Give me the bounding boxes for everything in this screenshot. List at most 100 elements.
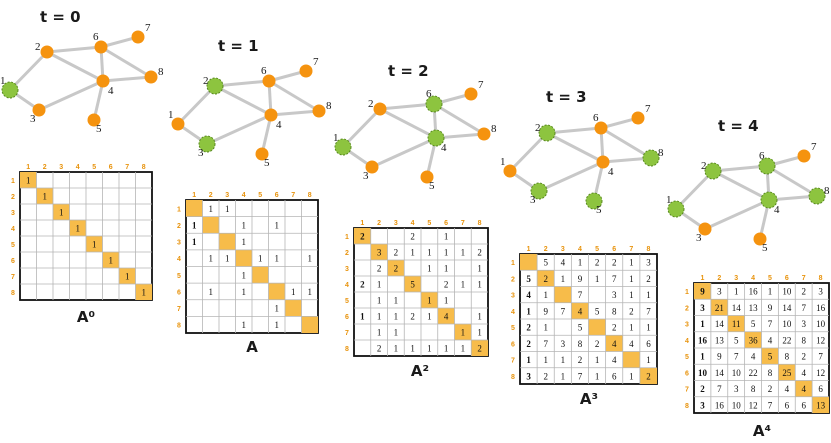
matrix-cell: 3	[700, 303, 705, 313]
diagonal-cell	[53, 204, 70, 220]
diagonal-cell	[268, 283, 285, 300]
row-header: 4	[685, 338, 689, 345]
graph-node	[131, 30, 145, 44]
column-header: 6	[612, 246, 616, 253]
matrix-cell: 1	[209, 287, 214, 297]
matrix-cell: 2	[477, 344, 482, 354]
matrix-cell: 1	[461, 280, 466, 290]
node-label: 4	[441, 142, 447, 154]
matrix-cell: 1	[444, 344, 449, 354]
matrix-cell: 1	[394, 296, 399, 306]
graph-node	[264, 108, 278, 122]
node-label: 1	[666, 194, 672, 206]
node-label: 1	[333, 132, 339, 144]
row-header: 1	[345, 234, 349, 241]
diagonal-cell	[69, 220, 86, 236]
matrix-cell: 1	[377, 328, 382, 338]
node-label: 7	[645, 103, 651, 115]
node-label: 6	[426, 88, 432, 100]
visited-node	[585, 192, 603, 210]
row-header: 8	[177, 323, 181, 330]
row-header: 7	[685, 387, 689, 394]
diagonal-cell	[119, 268, 136, 284]
diagonal-cell	[252, 266, 269, 284]
matrix-cell: 7	[646, 306, 651, 316]
time-step-title: t = 1	[218, 37, 259, 55]
matrix-cell: 1	[258, 254, 263, 264]
graph-node	[262, 74, 276, 88]
matrix-cell: 10	[782, 287, 792, 297]
matrix-cell: 8	[768, 368, 773, 378]
matrix-cell: 1	[142, 288, 147, 298]
column-header: 6	[785, 275, 789, 282]
graph-node	[299, 64, 313, 78]
matrix-cell: 3	[377, 248, 382, 258]
matrix-cell: 9	[578, 274, 583, 284]
matrix-cell: 2	[360, 232, 365, 242]
matrix-cell: 1	[308, 254, 313, 264]
graph-edge	[704, 198, 770, 231]
matrix-cell: 21	[715, 303, 724, 313]
row-header: 7	[177, 306, 181, 313]
graph-node	[365, 160, 379, 174]
node-label: 8	[491, 123, 497, 135]
matrix-cell: 1	[109, 256, 114, 266]
visited-node	[760, 191, 778, 209]
matrix-cell: 7	[801, 303, 806, 313]
graph-node	[87, 113, 101, 127]
matrix-cell: 2	[477, 248, 482, 258]
matrix-cell: 2	[612, 323, 617, 333]
matrix-cell: 14	[715, 368, 725, 378]
matrix-cell: 12	[816, 335, 825, 345]
graph-edge	[341, 107, 382, 149]
graph-node	[503, 164, 517, 178]
diagonal-cell	[404, 276, 421, 292]
matrix-cell: 1	[427, 344, 432, 354]
column-header: 2	[209, 192, 213, 199]
diagonal-cell	[520, 254, 538, 271]
diagonal-cell	[778, 364, 796, 381]
diagonal-cell	[370, 244, 388, 260]
row-header: 6	[177, 289, 181, 296]
row-header: 6	[11, 258, 15, 265]
matrix-cell: 2	[768, 384, 773, 394]
node-label: 1	[168, 109, 174, 121]
matrix-cell: 1	[595, 355, 600, 365]
matrix-cell: 1	[461, 344, 466, 354]
node-label: 4	[276, 119, 282, 131]
node-label: 3	[363, 170, 369, 182]
graph-edge	[38, 79, 104, 112]
matrix-cell: 10	[732, 400, 742, 410]
graph-edge	[602, 156, 652, 164]
matrix-cell: 5	[410, 280, 415, 290]
graph-edge	[379, 102, 435, 111]
time-step-title: t = 4	[718, 117, 759, 135]
column-header: 6	[444, 220, 448, 227]
graph-node	[144, 70, 158, 84]
matrix-cell: 7	[734, 352, 739, 362]
node-label: 5	[596, 204, 602, 216]
matrix-cell: 5	[768, 352, 773, 362]
matrix-cell: 7	[578, 290, 583, 300]
matrix-cell: 1	[646, 355, 651, 365]
matrix-cell: 1	[394, 344, 399, 354]
visited-node	[1, 81, 19, 99]
node-label: 6	[759, 150, 765, 162]
row-header: 4	[511, 309, 515, 316]
matrix-cell: 1	[209, 204, 214, 214]
diagonal-cell	[812, 396, 829, 413]
graph-edge	[100, 45, 152, 79]
row-header: 1	[11, 178, 15, 185]
matrix-cell: 13	[715, 335, 725, 345]
diagonal-cell	[86, 236, 103, 252]
row-header: 5	[511, 325, 515, 332]
matrix-cell: 10	[816, 319, 826, 329]
graph-node	[594, 121, 608, 135]
matrix-cell: 1	[734, 287, 739, 297]
graph-node	[596, 155, 610, 169]
matrix-cell: 1	[629, 323, 634, 333]
matrix-cell: 1	[427, 248, 432, 258]
matrix-cell: 4	[612, 339, 617, 349]
